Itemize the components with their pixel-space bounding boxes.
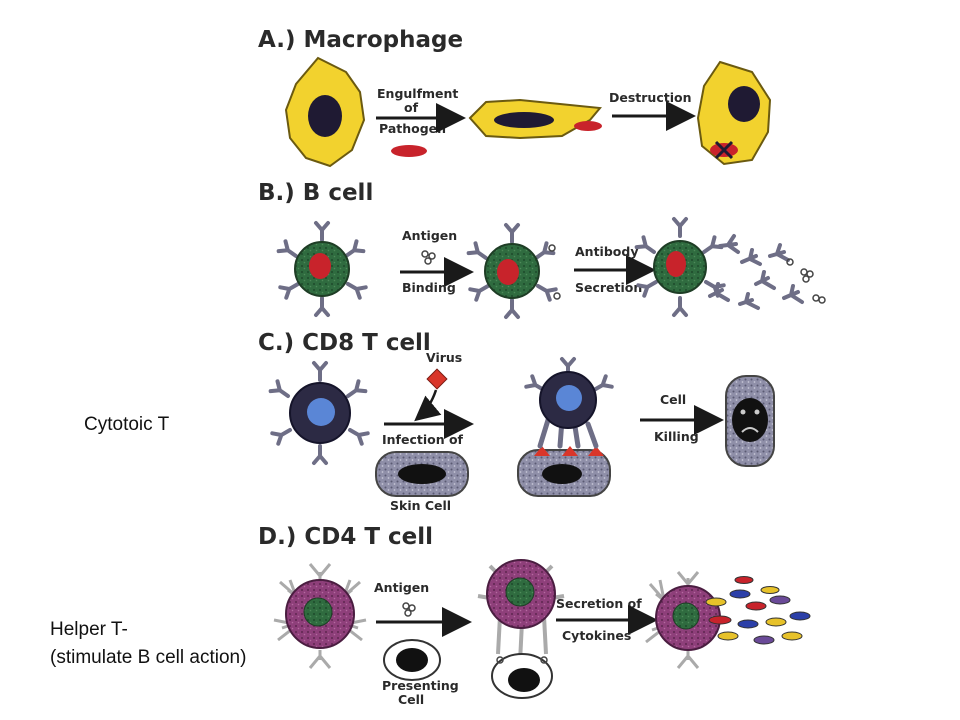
b-cell-resting — [276, 221, 368, 317]
macrophage-cell — [284, 56, 366, 168]
presenting-cell — [383, 639, 441, 681]
label-cytokines: Cytokines — [562, 628, 631, 643]
b-cell-nucleus — [309, 253, 331, 279]
cd4-nucleus — [303, 597, 333, 627]
cd4-secreting — [645, 571, 721, 669]
destroy-mark — [714, 140, 734, 160]
helper-t-note-line2: (stimulate B cell action) — [50, 647, 247, 668]
label-of: of — [404, 100, 419, 115]
cd4-t-cell — [273, 563, 367, 669]
label-secretion-b: Secretion — [575, 280, 642, 295]
cd8-nucleus — [307, 398, 335, 426]
pathogen — [391, 145, 427, 157]
label-presenting: Presenting — [382, 678, 459, 693]
label-antibody: Antibody — [575, 244, 638, 259]
label-cell: Cell — [660, 392, 686, 407]
cytokines — [705, 576, 811, 645]
cd8-t-cell — [268, 361, 370, 465]
label-antigen-d: Antigen — [374, 580, 429, 595]
b-cell-secreting — [634, 217, 726, 317]
section-d-title: D.) CD4 T cell — [258, 524, 433, 550]
engulfed-pathogen — [574, 121, 602, 131]
engulfing-macrophage — [468, 98, 602, 140]
cd8-attacking-infected-cell — [517, 357, 614, 497]
cd4-activated-with-presenting-cell — [477, 559, 565, 699]
label-virus: Virus — [426, 350, 462, 365]
label-pathogen: Pathogen — [379, 121, 446, 136]
virus-icon — [426, 368, 448, 390]
free-antigens — [786, 258, 826, 304]
section-a-title: A.) Macrophage — [258, 27, 463, 53]
label-binding: Binding — [402, 280, 456, 295]
label-killing: Killing — [654, 429, 699, 444]
sad-face-eye-left — [740, 409, 746, 415]
label-skin-cell: Skin Cell — [390, 498, 451, 513]
sad-face-eye-right — [754, 409, 760, 415]
cytotoxic-t-note: Cytotoic T — [84, 414, 170, 435]
label-infection-of: Infection of — [382, 432, 464, 447]
macrophage-destroying — [696, 60, 772, 166]
b-cell-activated — [466, 223, 561, 319]
killed-cell — [725, 375, 775, 467]
label-antigen-b: Antigen — [402, 228, 457, 243]
antigen-icon — [421, 250, 436, 265]
sad-face-mouth — [741, 427, 759, 433]
label-destruction: Destruction — [609, 90, 692, 105]
section-b-title: B.) B cell — [258, 180, 373, 206]
macrophage-nucleus — [308, 95, 342, 137]
label-secretion-of: Secretion of — [556, 596, 642, 611]
section-c-title: C.) CD8 T cell — [258, 330, 431, 356]
label-engulfment: Engulfment — [377, 86, 458, 101]
antigen-icon-d — [402, 602, 416, 617]
arrow-virus — [414, 389, 442, 422]
label-presenting-cell: Cell — [398, 692, 424, 707]
helper-t-note-line1: Helper T- — [50, 619, 128, 640]
engulfing-nucleus — [494, 112, 554, 128]
skin-cell — [375, 451, 469, 497]
destroying-nucleus — [728, 86, 760, 122]
secreted-antibodies — [708, 234, 804, 310]
